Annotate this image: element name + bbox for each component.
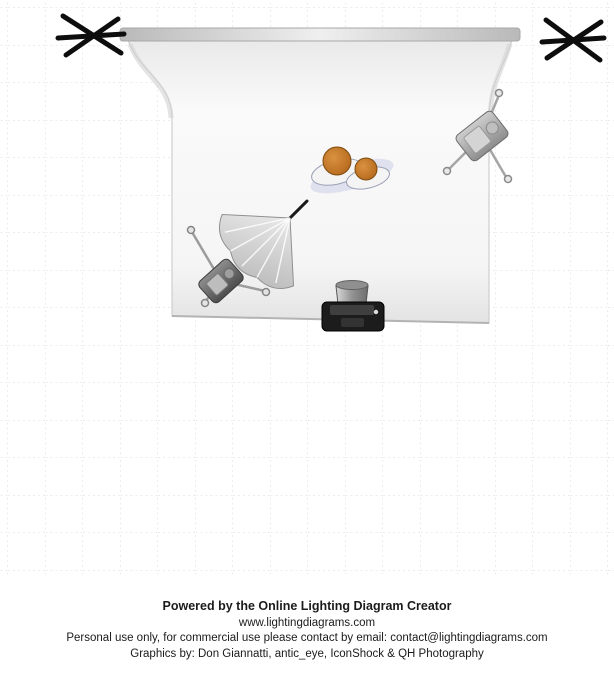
umbrella-icon [219,199,309,289]
strobe-right[interactable] [442,88,513,184]
subject-2[interactable] [344,157,392,193]
camera[interactable] [321,280,385,332]
footer: Powered by the Online Lighting Diagram C… [0,599,614,660]
footer-license: Personal use only, for commercial use pl… [66,632,548,644]
subjects-group [309,146,394,194]
strobe-with-umbrella[interactable] [186,165,343,308]
footer-credits: Graphics by: Don Giannatti, antic_eye, I… [130,647,484,660]
background-stand-right[interactable] [539,17,607,63]
footer-website: www.lightingdiagrams.com [238,616,376,629]
subject-1[interactable] [309,146,365,190]
flash-head-icon [198,258,244,304]
backdrop-crossbar [119,27,521,42]
footer-powered-by: Powered by the Online Lighting Diagram C… [162,599,452,613]
background-stand-left[interactable] [55,13,127,58]
